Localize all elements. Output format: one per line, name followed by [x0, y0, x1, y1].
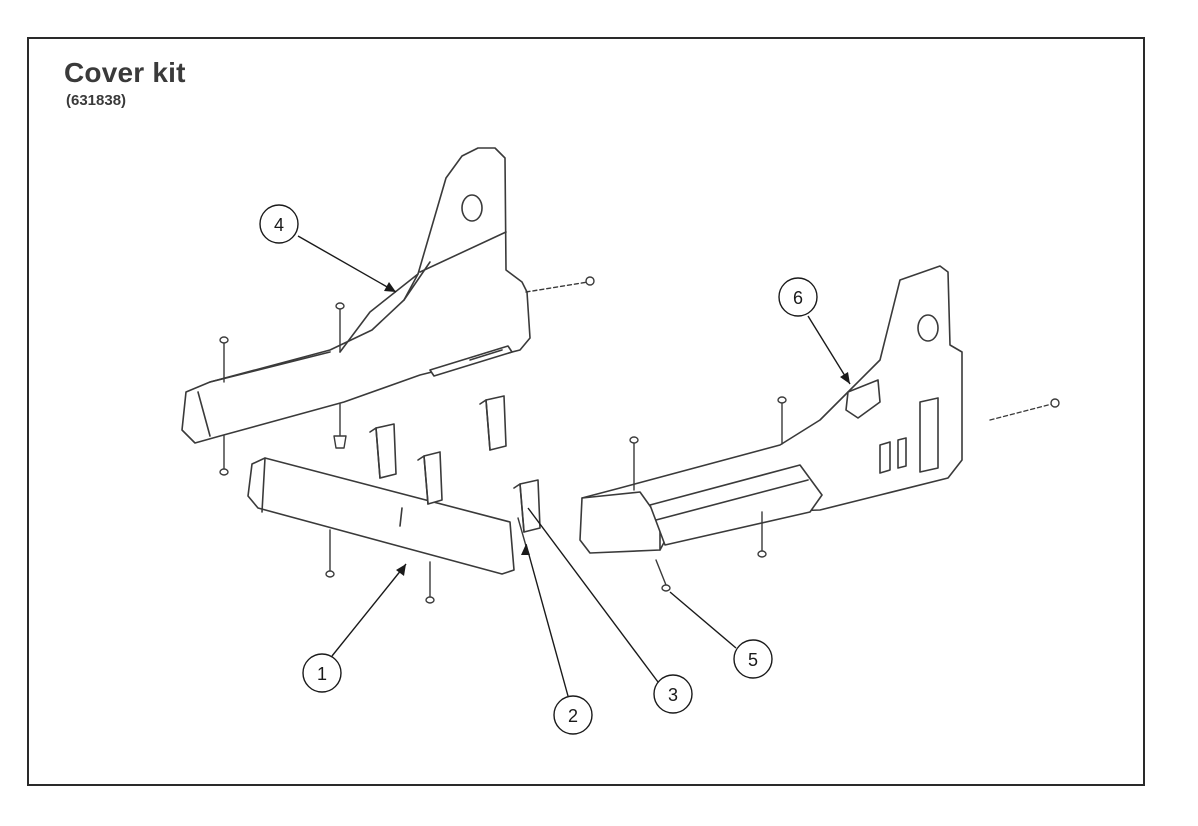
callout-label-5: 5	[748, 650, 758, 670]
part-number: (631838)	[66, 92, 127, 109]
leader-line-5	[669, 591, 737, 649]
callout-circle-6	[778, 277, 818, 317]
front-cover-channel	[247, 457, 515, 575]
right-side-cover	[579, 265, 963, 554]
left-side-cover	[181, 147, 531, 444]
callout-label-6: 6	[793, 288, 803, 308]
leader-line-1	[331, 563, 407, 657]
callout-circle-1	[302, 653, 342, 693]
callout-label-1: 1	[317, 664, 327, 684]
leader-arrowheads	[384, 282, 850, 576]
callout-label-3: 3	[668, 685, 678, 705]
leader-line-3	[527, 507, 659, 683]
fasteners	[219, 276, 1060, 604]
callout-circle-3	[653, 674, 693, 714]
bracket-b	[417, 451, 443, 505]
callout-circle-5	[733, 639, 773, 679]
diagram-title: Cover kit	[64, 57, 186, 88]
bracket-d	[513, 479, 541, 533]
callout-circle-4	[259, 204, 299, 244]
leader-line-2	[525, 543, 569, 697]
bracket-a	[369, 423, 397, 479]
callout-circle-2	[553, 695, 593, 735]
callout-label-2: 2	[568, 706, 578, 726]
leader-lines	[297, 235, 851, 697]
leader-line-6	[807, 315, 851, 385]
bracket-c	[479, 395, 507, 451]
leader-line-4	[297, 235, 397, 293]
callout-label-4: 4	[274, 215, 284, 235]
